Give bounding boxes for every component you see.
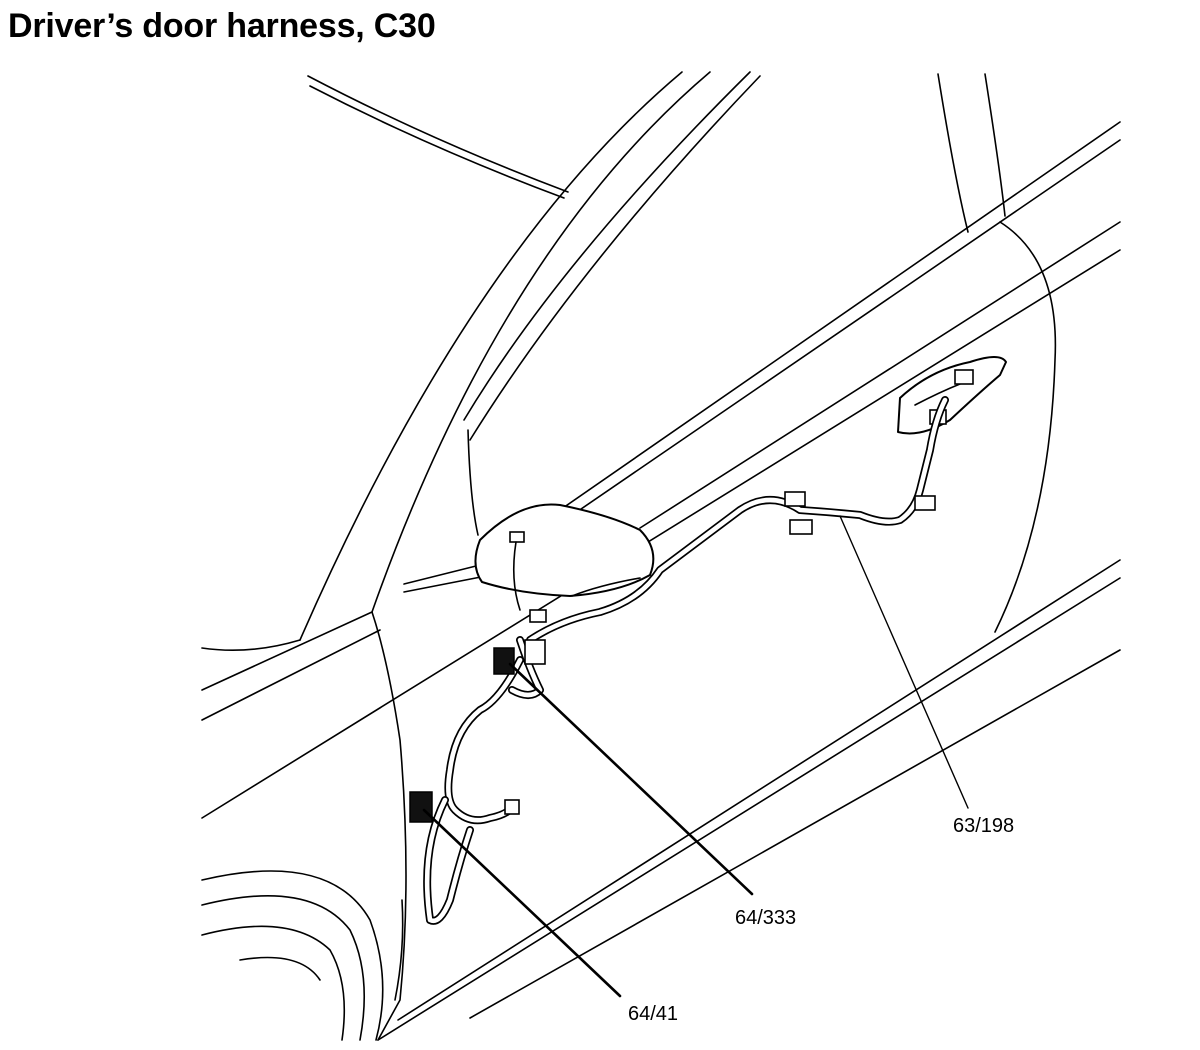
wire-harness	[423, 396, 949, 925]
leader-line-64-41	[422, 808, 622, 998]
callout-63-198: 63/198	[953, 815, 1014, 837]
callout-64-333: 64/333	[735, 907, 796, 929]
door-handle	[897, 356, 1007, 435]
page-title: Driver’s door harness, C30	[8, 7, 436, 45]
connector-64-41	[409, 791, 433, 823]
callout-64-41: 64/41	[628, 1003, 678, 1025]
car-body-outline	[201, 71, 1121, 1041]
leader-line-63-198	[839, 515, 969, 809]
leader-line-64-333	[508, 662, 754, 896]
connector-64-333	[493, 647, 515, 675]
side-mirror	[474, 503, 655, 611]
